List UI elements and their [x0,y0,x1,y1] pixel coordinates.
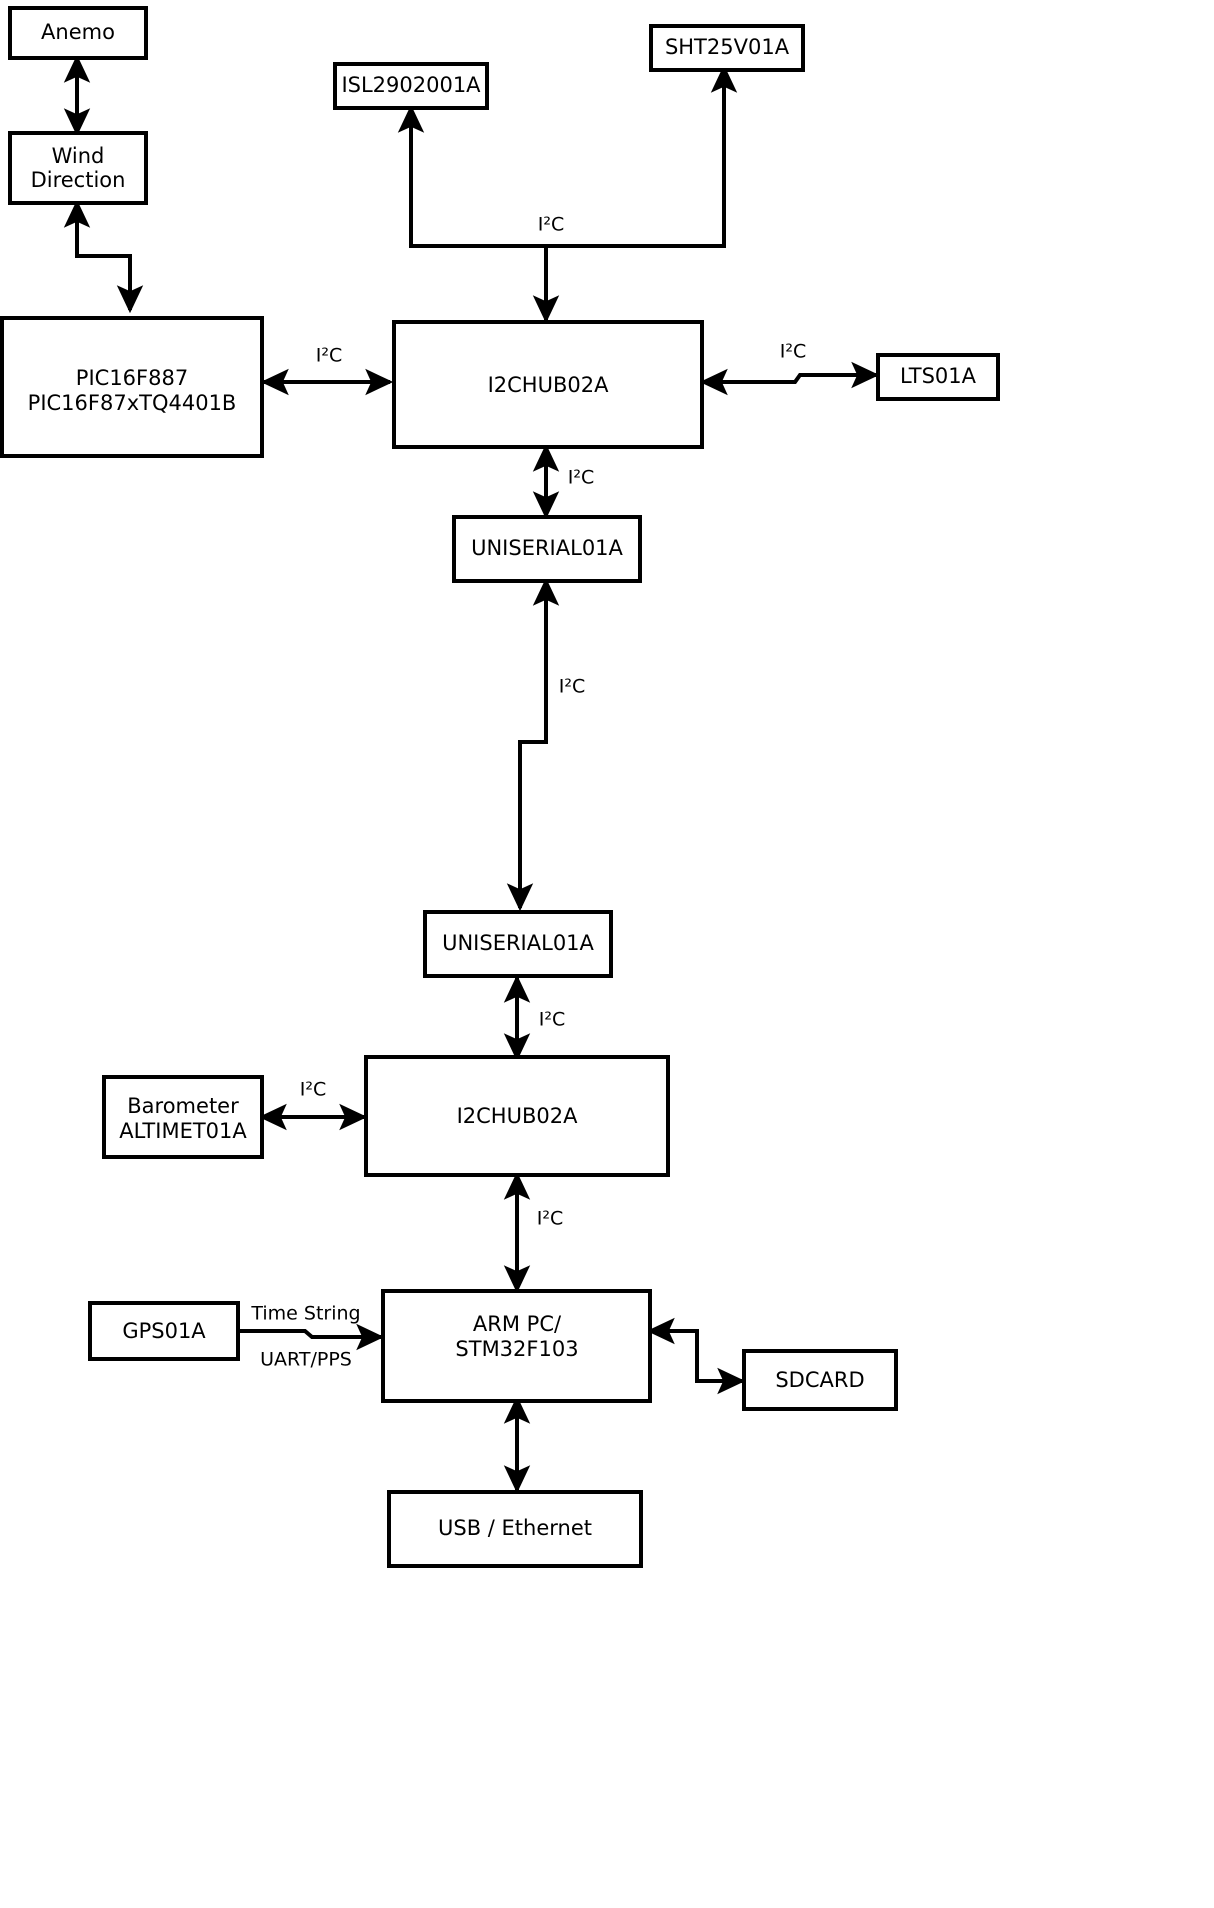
node-box [8,131,148,205]
node-box [876,353,1000,401]
node-arm-pc[interactable]: ARM PC/ STM32F103 [381,1289,652,1403]
node-box [333,62,489,110]
node-box [649,24,805,72]
node-label-uniserial-bottom: UNISERIAL01A [442,931,594,955]
node-box [452,515,642,583]
edge-line [544,64,738,318]
node-label-sht: SHT25V01A [665,35,790,59]
node-label-anemo: Anemo [41,20,115,44]
node-label-gps: GPS01A [122,1319,206,1343]
edge-label-hub-sensors: I²C [538,214,565,236]
node-i2chub02a-top[interactable]: I2CHUB02A [392,320,704,449]
edge-line [646,1317,746,1395]
node-sht25v01a[interactable]: SHT25V01A [649,24,805,72]
node-box [381,1289,652,1403]
edge-uniserial-link: I²C [506,577,586,912]
node-label-pic-line2: PIC16F87xTQ4401B [28,391,237,415]
edge-line [397,104,548,318]
node-uniserial01a-top[interactable]: UNISERIAL01A [452,515,642,583]
node-label-hub-bottom: I2CHUB02A [457,1104,579,1128]
edge-line [506,577,560,912]
edge-gps-arm: Time String UART/PPS [237,1303,385,1371]
node-usb-ethernet[interactable]: USB / Ethernet [387,1490,643,1568]
node-isl2902001a[interactable]: ISL2902001A [333,62,489,110]
edge-hub-sht: I²C [538,64,738,318]
edge-pic-hub: I²C [260,345,394,396]
node-label-wind-line2: Direction [31,168,126,192]
node-label-isl: ISL2902001A [341,73,481,97]
node-box [364,1055,670,1177]
node-label-arm-line2: STM32F103 [455,1337,578,1361]
node-anemo[interactable]: Anemo [8,6,148,60]
edge-hub-isl [397,104,548,318]
edge-label-hubbot-arm: I²C [537,1208,564,1230]
node-box [102,1075,264,1159]
edge-label-time-string: Time String [250,1303,360,1325]
node-label-barometer-line2: ALTIMET01A [119,1119,247,1143]
edge-label-uart-pps: UART/PPS [260,1349,352,1371]
edge-pic-wind [63,199,144,314]
node-label-pic-line1: PIC16F887 [76,366,188,390]
node-label-arm-line1: ARM PC/ [473,1312,562,1336]
edge-label-uniserial-hubbot: I²C [539,1009,566,1031]
node-box [423,910,613,978]
node-wind-direction[interactable]: Wind Direction [8,131,148,205]
edge-label-pic-hub: I²C [316,345,343,367]
node-label-usb: USB / Ethernet [438,1516,592,1540]
edge-barometer-hubbot: I²C [258,1079,368,1131]
edge-arm-sdcard [646,1317,746,1395]
node-label-barometer-line1: Barometer [127,1094,239,1118]
node-label-wind-line1: Wind [52,144,105,168]
node-lts01a[interactable]: LTS01A [876,353,1000,401]
edge-line [699,361,880,396]
node-sdcard[interactable]: SDCARD [742,1349,898,1411]
edge-hub-lts: I²C [699,341,880,396]
node-box [0,316,264,458]
node-label-sdcard: SDCARD [775,1368,864,1392]
edge-label-barometer-hubbot: I²C [300,1079,327,1101]
edge-uniserial-hubbot: I²C [503,974,566,1062]
node-box [8,6,148,60]
edge-line [237,1323,385,1351]
node-label-hub-top: I2CHUB02A [488,373,610,397]
node-box [742,1349,898,1411]
node-uniserial01a-bottom[interactable]: UNISERIAL01A [423,910,613,978]
node-i2chub02a-bottom[interactable]: I2CHUB02A [364,1055,670,1177]
node-box [387,1490,643,1568]
node-label-lts: LTS01A [900,364,977,388]
edge-hubbot-arm: I²C [503,1171,564,1294]
edge-label-uniserial-link: I²C [559,676,586,698]
edge-label-hub-uniserial: I²C [568,467,595,489]
node-pic16f887[interactable]: PIC16F887 PIC16F87xTQ4401B [0,316,264,458]
node-label-uniserial-top: UNISERIAL01A [471,536,623,560]
edge-line [63,199,144,314]
node-gps01a[interactable]: GPS01A [88,1301,240,1361]
node-barometer-altimet01a[interactable]: Barometer ALTIMET01A [102,1075,264,1159]
edge-label-hub-lts: I²C [780,341,807,363]
node-box [392,320,704,449]
node-box [88,1301,240,1361]
edge-hub-uniserial: I²C [532,443,595,520]
